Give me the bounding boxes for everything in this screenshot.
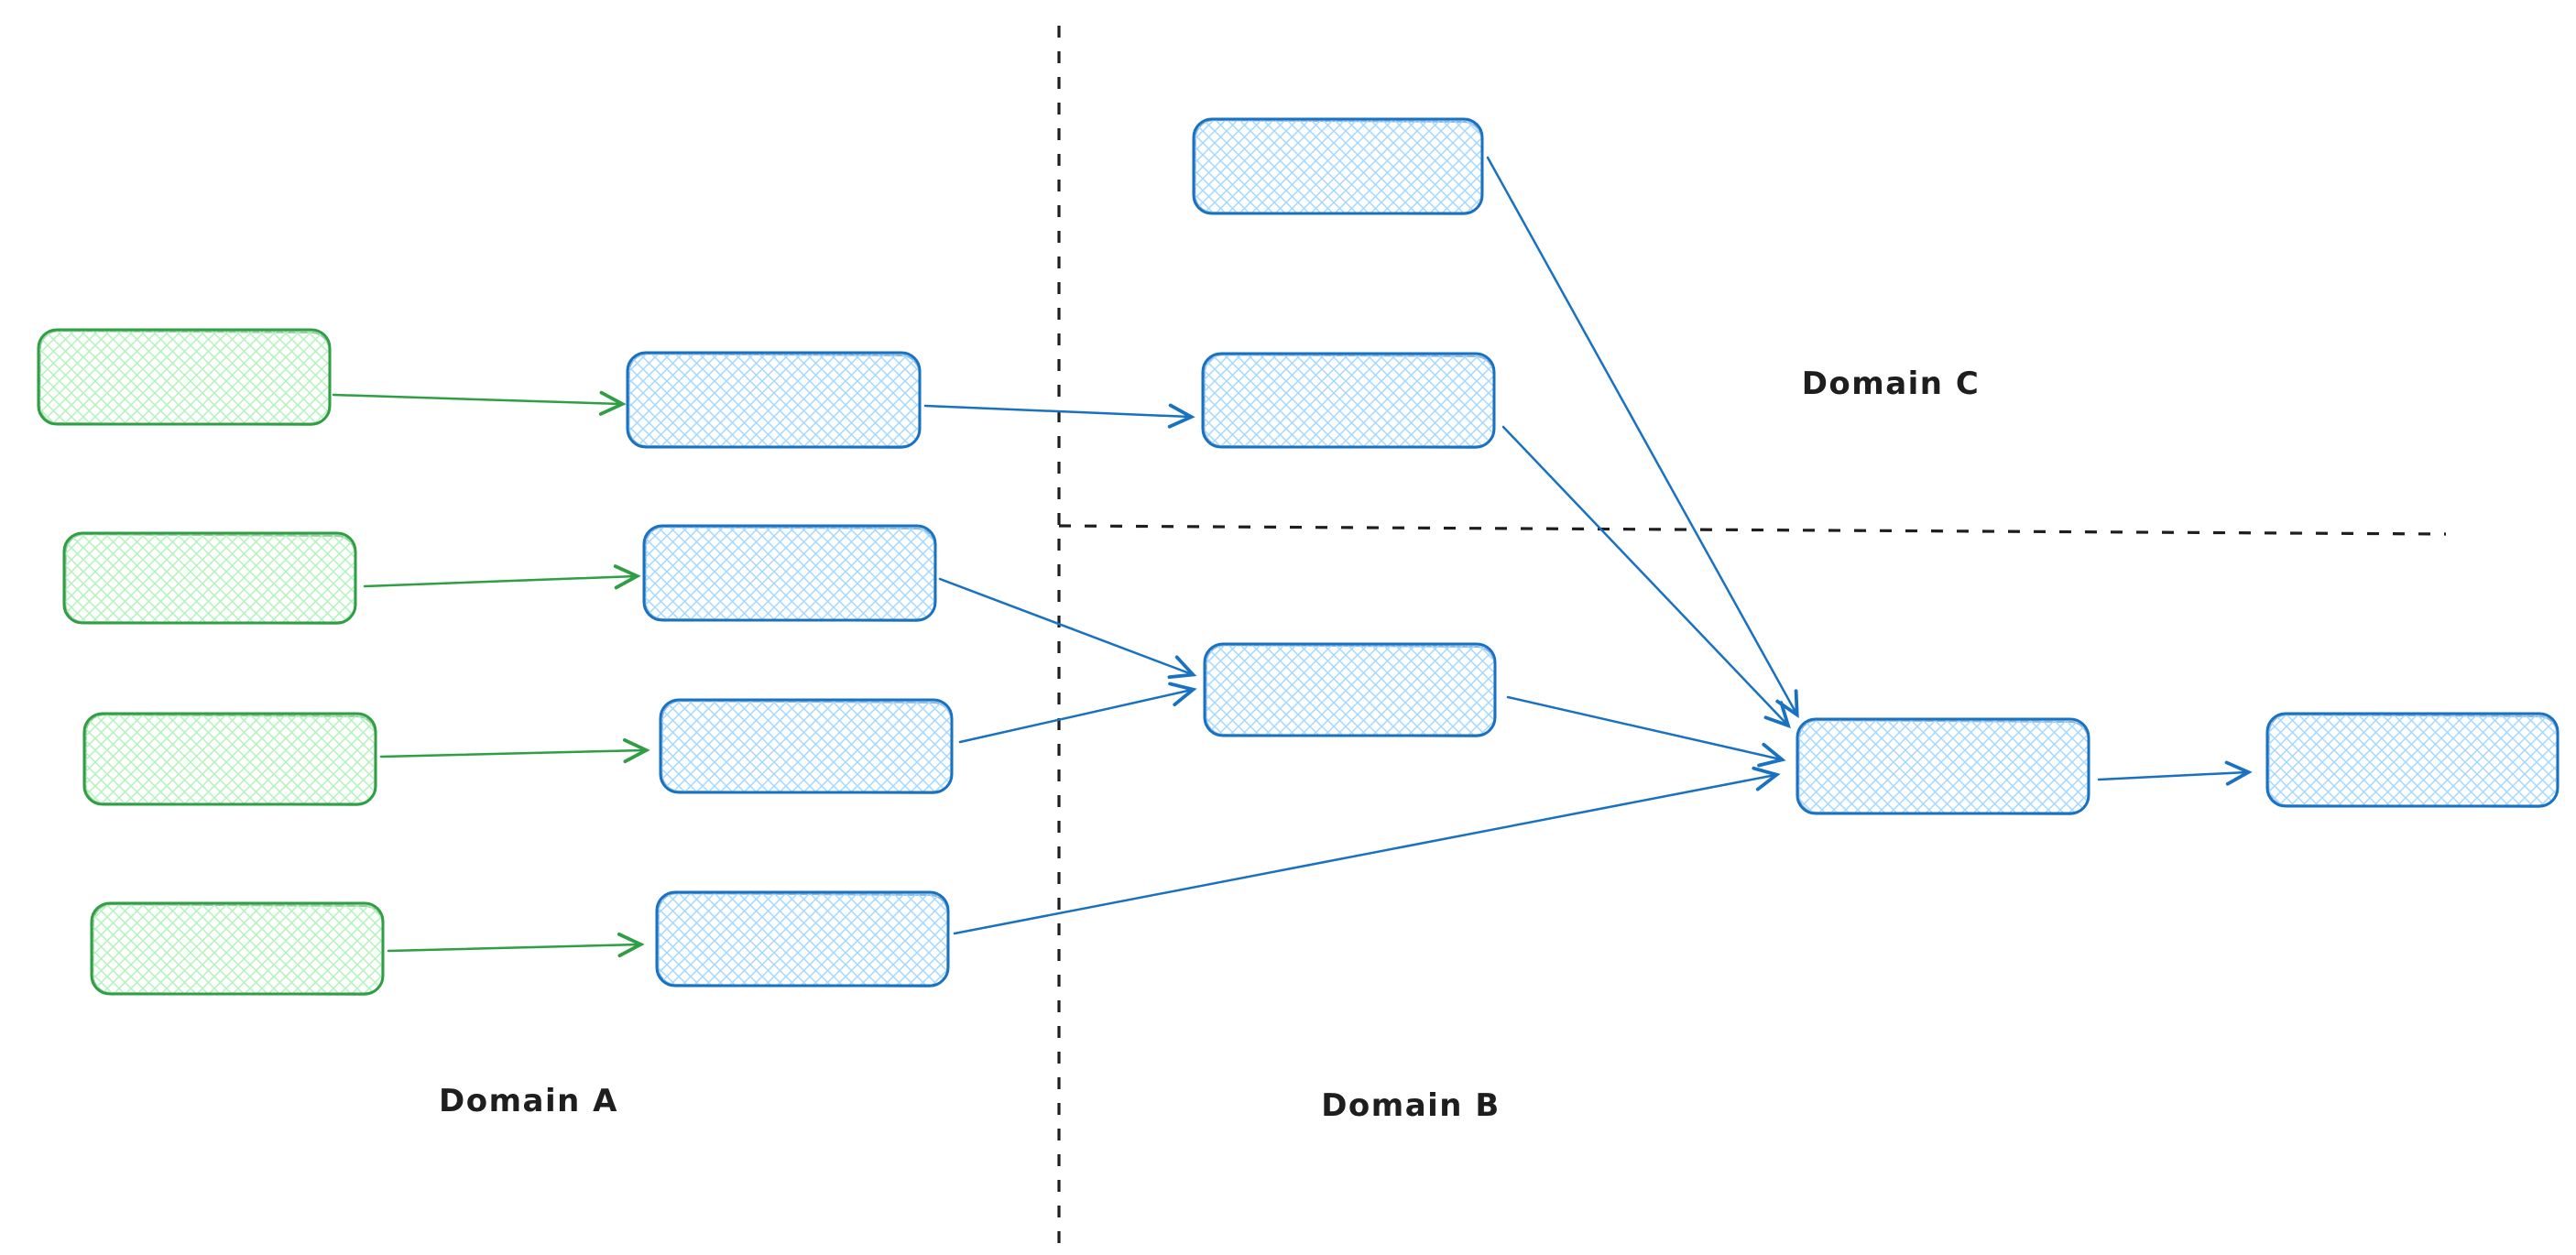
node-blue-b3[interactable] (1203, 642, 1497, 737)
node-body (37, 328, 332, 426)
edge-green-1-to-blue-a1[interactable] (332, 390, 627, 416)
node-body (655, 890, 950, 988)
domain-b-label[interactable]: Domain B (1321, 1087, 1501, 1124)
edge-blue-b3-to-blue-c1[interactable] (1506, 695, 1786, 768)
horizontal-divider[interactable] (1058, 524, 2447, 536)
edges-layer (332, 156, 2253, 958)
node-green-2[interactable] (62, 531, 357, 625)
node-green-4[interactable] (90, 901, 385, 996)
node-body (2265, 712, 2560, 808)
domain-c-label[interactable]: Domain C (1802, 366, 1981, 402)
node-body (90, 901, 385, 996)
nodes-layer (37, 117, 2560, 996)
edge-blue-a2-to-blue-b3[interactable] (938, 577, 1197, 680)
separators-layer (1057, 26, 2447, 1246)
node-body (82, 712, 377, 806)
edge-green-4-to-blue-a4[interactable] (387, 932, 645, 958)
node-body (1192, 117, 1484, 215)
edge-blue-b2-to-blue-c1[interactable] (1501, 425, 1791, 729)
node-blue-c1[interactable] (1796, 717, 2090, 815)
node-body (659, 698, 954, 794)
edge-blue-a3-to-blue-b3[interactable] (958, 682, 1197, 744)
node-body (642, 524, 937, 622)
node-body (626, 351, 922, 449)
node-body (1796, 717, 2090, 815)
edge-blue-a1-to-blue-b2[interactable] (923, 403, 1195, 429)
node-blue-b2[interactable] (1201, 352, 1496, 449)
node-body (1201, 352, 1496, 449)
node-body (62, 531, 357, 625)
domain-a-label[interactable]: Domain A (439, 1083, 618, 1119)
node-blue-a4[interactable] (655, 890, 950, 988)
labels-layer: Domain A Domain B Domain C (439, 366, 1981, 1124)
node-green-3[interactable] (82, 712, 377, 806)
edge-blue-c1-to-blue-c2[interactable] (2097, 760, 2253, 786)
edge-blue-a4-to-blue-c1[interactable] (953, 766, 1781, 935)
node-green-1[interactable] (37, 328, 332, 426)
edge-green-3-to-blue-a3[interactable] (379, 737, 650, 764)
node-blue-a1[interactable] (626, 351, 922, 449)
edge-blue-b1-to-blue-c1[interactable] (1486, 156, 1799, 718)
node-blue-b1[interactable] (1192, 117, 1484, 215)
edge-green-2-to-blue-a2[interactable] (363, 564, 641, 590)
node-body (1203, 642, 1497, 737)
node-blue-a3[interactable] (659, 698, 954, 794)
node-blue-c2[interactable] (2265, 712, 2560, 808)
node-blue-a2[interactable] (642, 524, 937, 622)
